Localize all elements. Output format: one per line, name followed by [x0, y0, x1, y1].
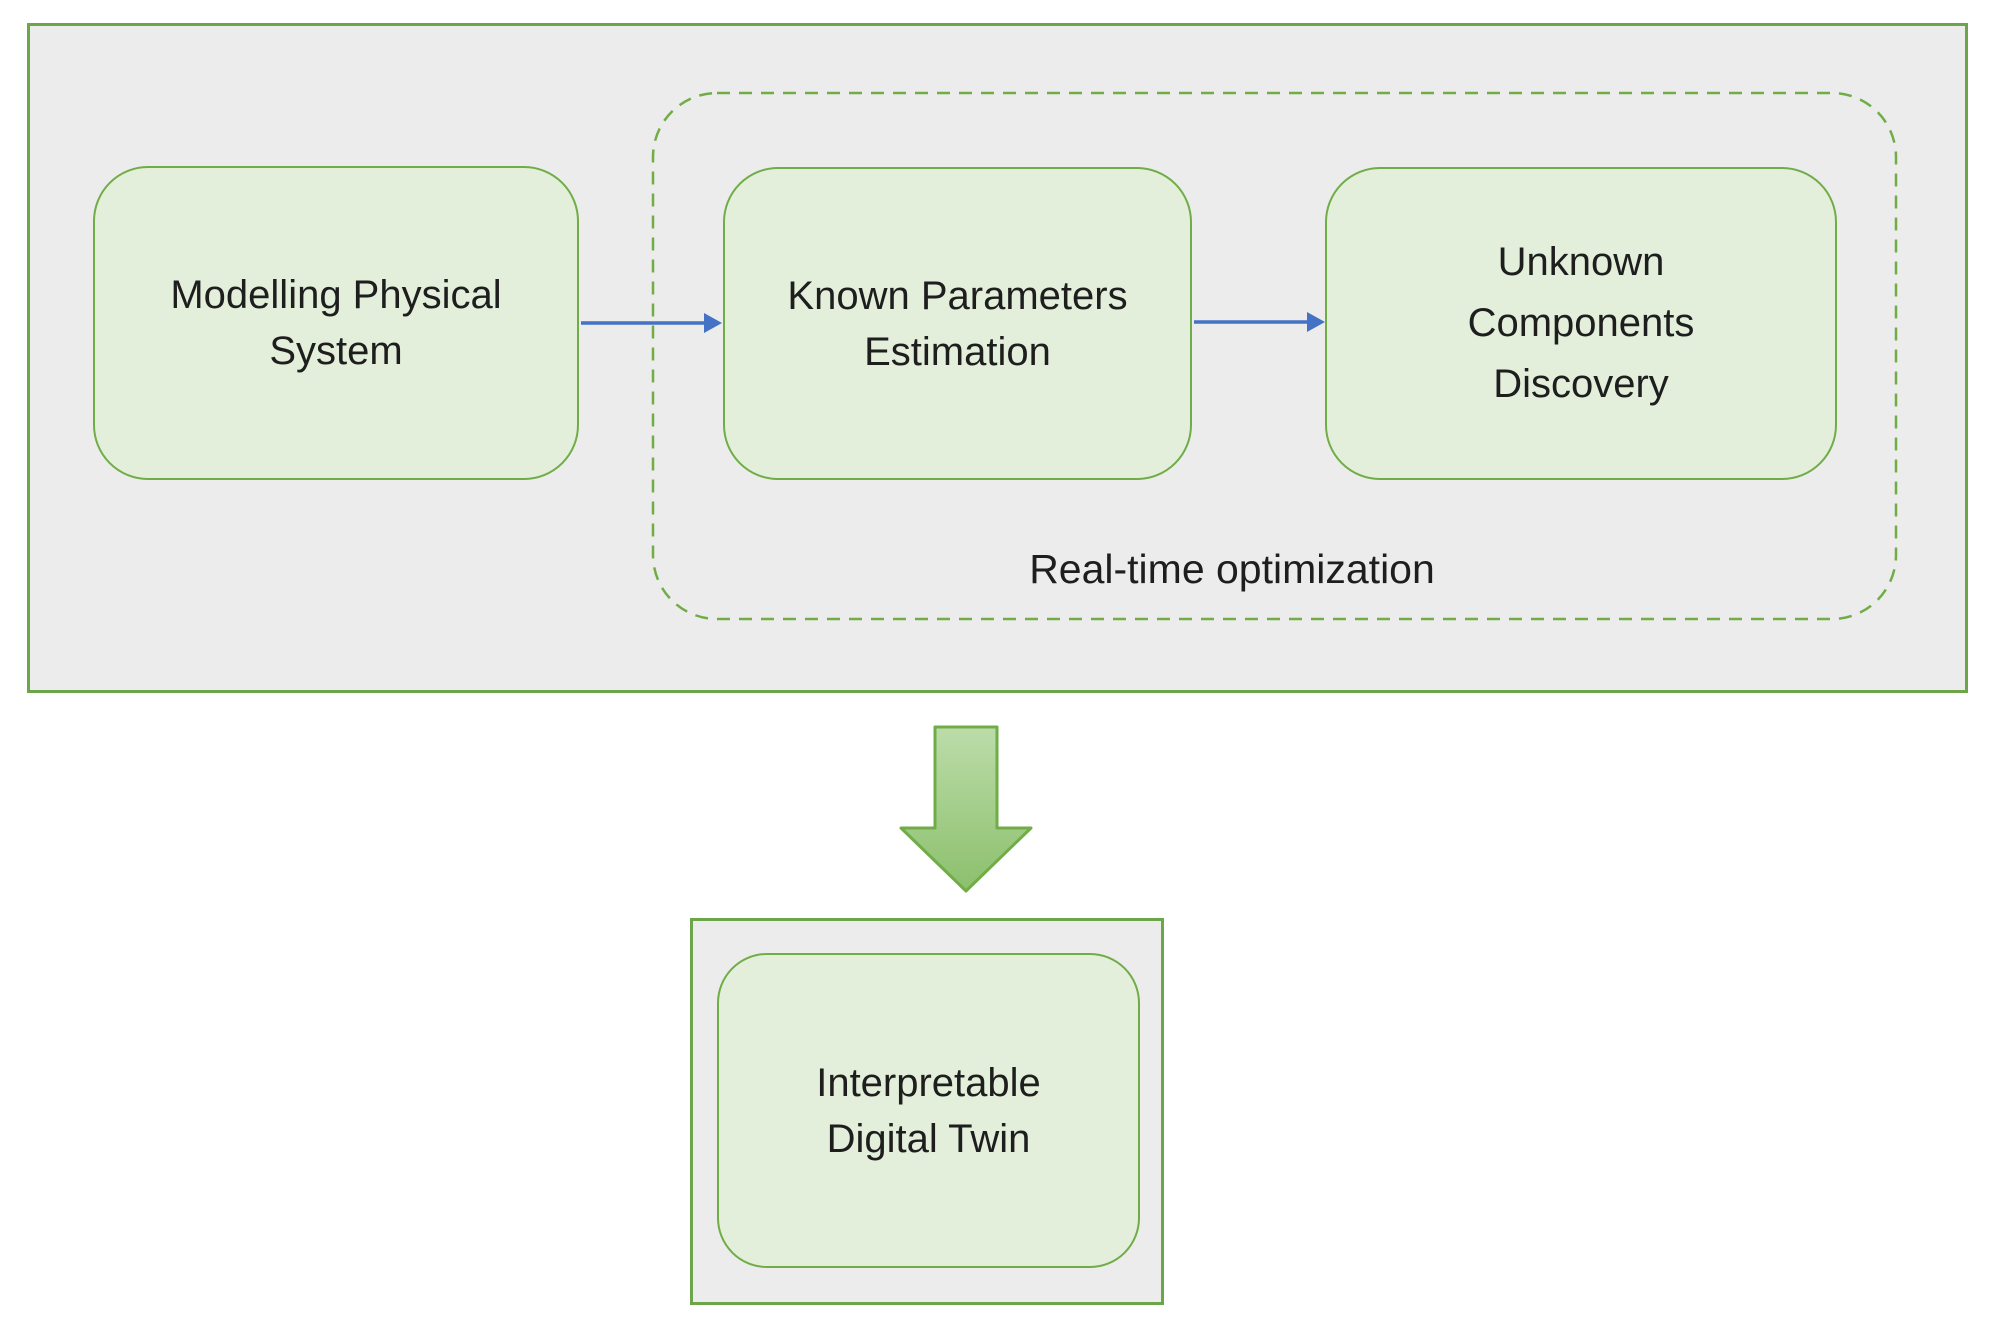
flow-down-arrow-icon: [899, 725, 1033, 893]
node-unknown-components-discovery: Unknown Components Discovery: [1325, 167, 1837, 480]
node-known-parameters-estimation: Known Parameters Estimation: [723, 167, 1192, 480]
node-modelling-physical-system: Modelling Physical System: [93, 166, 579, 480]
node-interpretable-digital-twin: Interpretable Digital Twin: [717, 953, 1140, 1268]
node-label: Known Parameters Estimation: [787, 273, 1128, 374]
realtime-group-label: Real-time optimization: [1029, 546, 1435, 592]
node-label: Unknown Components Discovery: [1467, 240, 1695, 406]
node-label: Interpretable Digital Twin: [816, 1060, 1041, 1161]
node-label: Modelling Physical System: [170, 273, 502, 373]
